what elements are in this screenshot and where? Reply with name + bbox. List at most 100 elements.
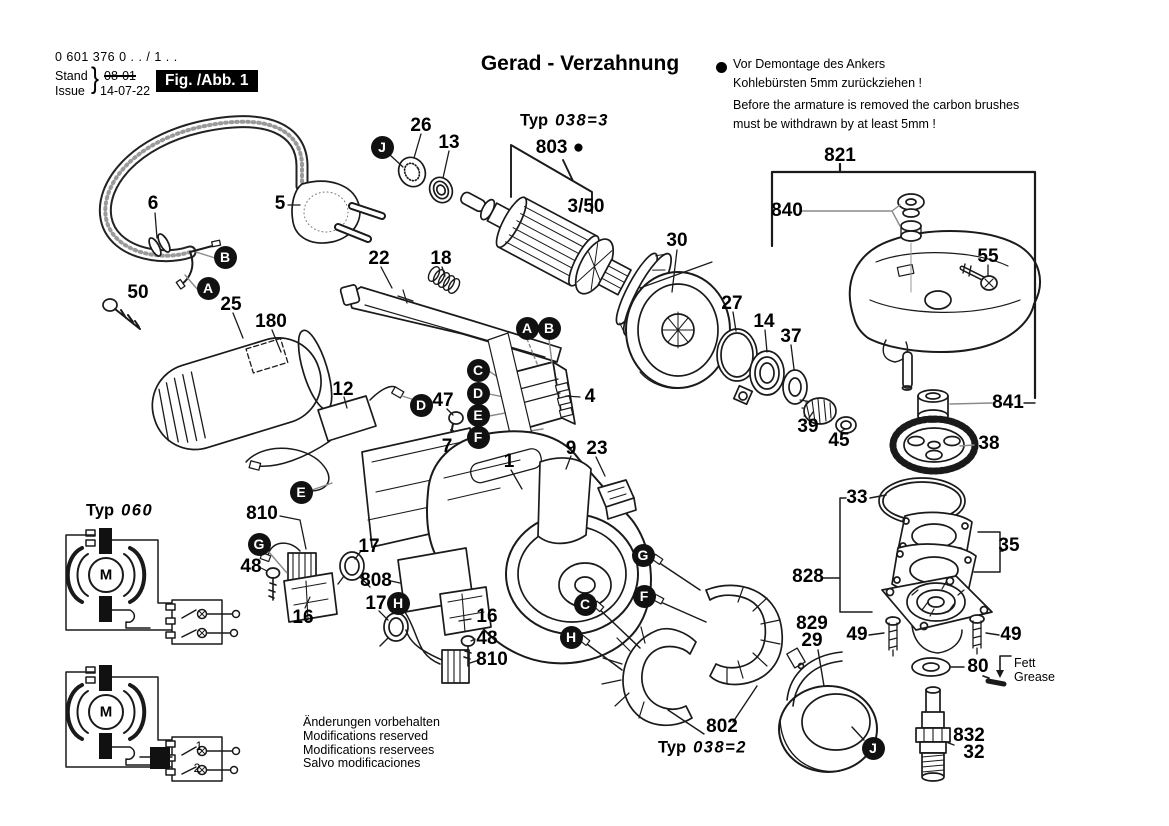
footer-line-fr: Modifications reservees	[303, 742, 435, 757]
letter-badge: D	[409, 393, 433, 417]
type-label-value: 038=2	[693, 738, 747, 757]
part-number-label: 39	[797, 416, 819, 437]
letter-badge: E	[466, 403, 490, 427]
footer-line-es: Salvo modificaciones	[303, 756, 421, 771]
part-number-label: 18	[430, 248, 452, 269]
part-number-label: 7	[441, 436, 453, 457]
order-number: 0 601 376 0 . . / 1 . .	[55, 50, 178, 64]
page-title: Gerad - Verzahnung	[480, 52, 680, 75]
part-number-label: 16	[476, 606, 498, 627]
part-number-label: 32	[963, 742, 985, 763]
part-number-label: 33	[846, 487, 868, 508]
type-label: Typ 060	[86, 502, 153, 521]
schematic-motor-label: M	[99, 703, 113, 721]
ring-26-bearing-13-drawing	[389, 133, 454, 204]
part-number-label: 22	[368, 248, 390, 269]
schematic-motor-label: M	[99, 566, 113, 584]
part-number-label: 4	[584, 386, 596, 407]
part-number-label: 9	[565, 438, 577, 459]
letter-badge: D	[466, 381, 490, 405]
part-number-label: 180	[255, 311, 287, 332]
type-label: Typ 038=2	[658, 739, 747, 758]
part-number-label: 50	[127, 282, 149, 303]
letter-badge: C	[573, 592, 597, 616]
letter-badge: A	[196, 276, 220, 300]
field-coils-802-drawing	[578, 553, 783, 735]
part-number-label: 27	[721, 293, 743, 314]
part-number-label: 810	[476, 649, 508, 670]
issue-label: Issue	[55, 84, 85, 98]
type-label-prefix: Typ	[86, 501, 115, 520]
letter-badge: G	[247, 532, 271, 556]
motor-housing-25-drawing	[151, 329, 333, 451]
part-number-label: 12	[332, 379, 354, 400]
spindle-flange-drawing	[868, 575, 1000, 782]
type-label-prefix: Typ	[658, 738, 687, 757]
figure-label: Fig. /Abb. 1	[156, 70, 258, 92]
notice-bullet-icon	[716, 62, 727, 73]
wiring-schematic	[64, 528, 242, 783]
letter-badge: B	[213, 245, 237, 269]
part-number-label: 49	[846, 624, 868, 645]
letter-badge: F	[632, 584, 656, 608]
part-number-label: 1	[503, 451, 515, 472]
part-number-label: 35	[998, 535, 1020, 556]
letter-badge: E	[289, 480, 313, 504]
letter-badge: B	[537, 316, 561, 340]
part-number-label: 26	[410, 115, 432, 136]
grease-note-de: Fett	[1014, 656, 1036, 670]
issue-date: 14-07-22	[100, 84, 151, 98]
part-number-label: 821	[824, 145, 856, 166]
part-number-label: 14	[753, 311, 775, 332]
letter-badge: J	[370, 135, 394, 159]
notice-de-line1: Vor Demontage des Ankers	[733, 57, 886, 71]
type-label-prefix: Typ	[520, 111, 549, 130]
stand-label: Stand	[55, 69, 88, 83]
gear-train-drawing	[821, 351, 1036, 613]
date-brace: }	[91, 62, 100, 95]
part-number-label: 16	[292, 607, 314, 628]
brush-holder-lower-drawing	[378, 586, 492, 684]
brush-holder-upper-drawing	[259, 515, 371, 623]
letter-badge: H	[559, 625, 583, 649]
part-number-label: 829	[796, 613, 828, 634]
part-number-label: 840	[771, 200, 803, 221]
schematic-contact-2: 2	[193, 761, 201, 775]
letter-badge: J	[861, 736, 885, 760]
part-number-label: 37	[780, 326, 802, 347]
bearing-flange-30-drawing	[625, 249, 731, 389]
part-number-label: 38	[978, 433, 1000, 454]
part-number-label: 808	[360, 570, 392, 591]
part-number-label: 841	[992, 392, 1024, 413]
suppressor-12-drawing	[245, 385, 432, 492]
part-number-label: 49	[1000, 624, 1022, 645]
schematic-contact-1: 1	[195, 739, 203, 753]
part-number-label: 29	[801, 630, 823, 651]
letter-badge: A	[515, 316, 539, 340]
power-cord-drawing	[98, 115, 386, 291]
screw-50-drawing	[102, 298, 141, 330]
part-number-label: 30	[666, 230, 688, 251]
part-number-label: 55	[977, 246, 999, 267]
modification-notice: Änderungen vorbehalten Modifications res…	[303, 715, 440, 771]
footer-line-de: Änderungen vorbehalten	[303, 715, 440, 729]
type-label-value: 060	[121, 501, 154, 520]
part-number-label: 3/50	[567, 196, 605, 217]
part-number-label: 45	[828, 430, 850, 451]
part-number-label: 832	[953, 725, 985, 746]
part-number-label: 17	[358, 536, 380, 557]
gear-housing-drawing	[770, 162, 1041, 400]
part-number-label: 25	[220, 294, 242, 315]
part-number-label: 48	[476, 628, 498, 649]
letter-badge: C	[466, 358, 490, 382]
part-number-label: 5	[274, 193, 286, 214]
footer-line-en: Modifications reserved	[303, 728, 429, 743]
superseded-date: 08-01	[104, 69, 136, 83]
part-number-label: 803 ●	[535, 137, 585, 158]
part-number-label: 80	[967, 656, 989, 677]
letter-badge: G	[631, 543, 655, 567]
letter-badge: F	[466, 425, 490, 449]
